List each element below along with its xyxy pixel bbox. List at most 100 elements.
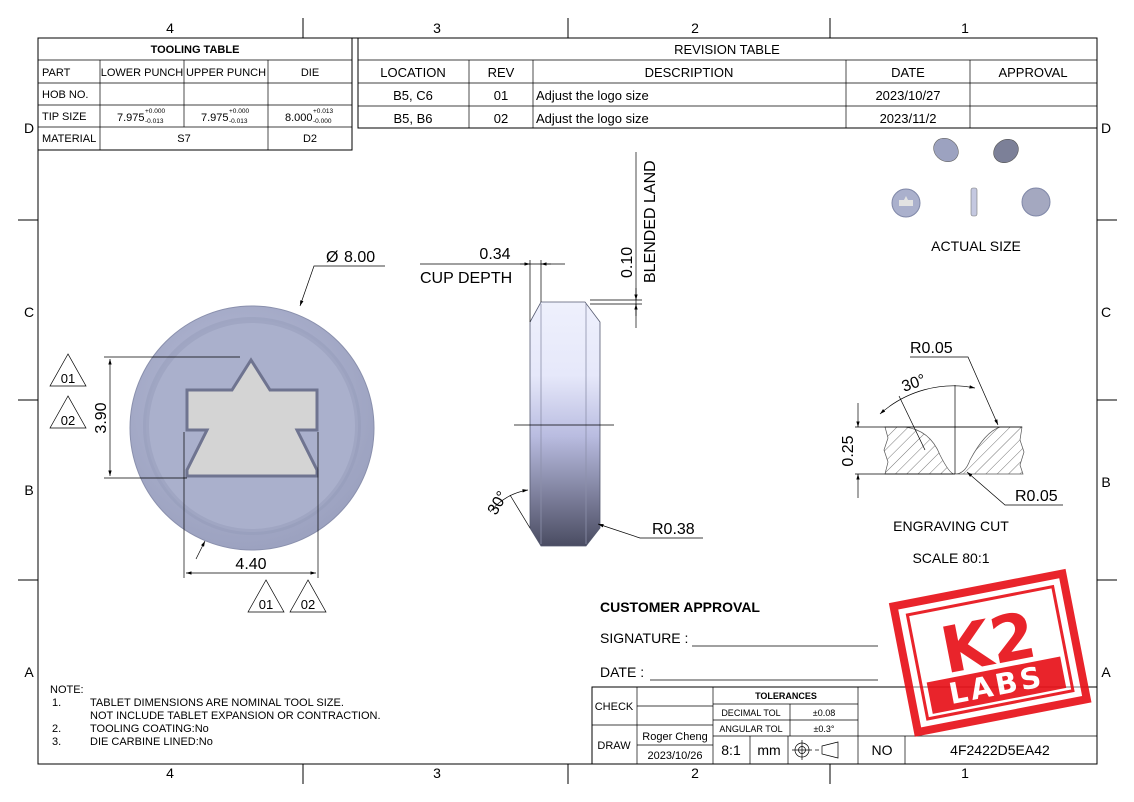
front-view: 3.90 4.40 Ø 8.00 01 02 01 02 (49, 249, 385, 613)
tip-upper: 7.975 +0.000 -0.013 (201, 108, 249, 125)
zone-col: 3 (433, 20, 441, 36)
thumb-iso-2 (993, 139, 1019, 163)
tolerances-title: TOLERANCES (755, 691, 817, 701)
material-punch: S7 (177, 133, 190, 145)
engraving-cut-detail: R0.05 30° 0.25 R0.05 ENGRAVING CUT SCALE… (840, 340, 1063, 566)
note-text: TOOLING COATING:No (90, 723, 209, 735)
zone-row: A (1101, 664, 1111, 680)
header-location: LOCATION (380, 65, 446, 80)
zone-row: C (24, 304, 34, 320)
tip-plus: +0.000 (229, 108, 249, 115)
dim-cup-depth: 0.34 (479, 246, 510, 263)
zone-col: 4 (166, 20, 174, 36)
tooling-table-title: TOOLING TABLE (151, 44, 240, 56)
drawer-name: Roger Cheng (642, 731, 707, 743)
rev-location: B5, C6 (393, 88, 433, 103)
rev-tag-label: 02 (61, 413, 75, 428)
date-label: DATE : (600, 664, 644, 680)
zone-col: 4 (166, 765, 174, 781)
notes-title: NOTE: (50, 684, 84, 696)
rev-tag-01: 01 (247, 579, 285, 613)
tip-size-label: TIP SIZE (42, 111, 86, 123)
thumb-back (1021, 187, 1051, 217)
customer-approval: CUSTOMER APPROVAL SIGNATURE : DATE : (600, 599, 878, 681)
header-die: DIE (301, 67, 319, 79)
scale: 8:1 (721, 742, 741, 758)
dim-angle: 30° (485, 489, 512, 518)
material-die: D2 (303, 133, 317, 145)
engraving-title: ENGRAVING CUT (893, 518, 1009, 534)
note-text: TABLET DIMENSIONS ARE NOMINAL TOOL SIZE. (90, 697, 344, 709)
zone-col: 2 (691, 20, 699, 36)
tip-lower: 7.975 +0.000 -0.013 (117, 108, 165, 125)
rev-location: B5, B6 (393, 111, 432, 126)
zone-row: A (24, 664, 34, 680)
tip-minus: -0.000 (313, 118, 332, 125)
zone-col: 1 (961, 20, 969, 36)
cup-depth-label: CUP DEPTH (420, 270, 512, 287)
decimal-tol: ±0.08 (813, 708, 835, 718)
zone-col: 1 (961, 765, 969, 781)
note-text: NOT INCLUDE TABLET EXPANSION OR CONTRACT… (90, 710, 381, 722)
k2-labs-stamp: K2 LABS (888, 568, 1092, 737)
blended-land-label: BLENDED LAND (642, 160, 659, 283)
check-label: CHECK (595, 701, 634, 713)
revision-row: B5, C6 01 Adjust the logo size 2023/10/2… (393, 88, 940, 103)
rev-tag-label: 01 (259, 597, 273, 612)
engraving-radius-top: R0.05 (910, 340, 953, 357)
header-approval: APPROVAL (998, 65, 1067, 80)
actual-size-label: ACTUAL SIZE (931, 238, 1021, 254)
signature-label: SIGNATURE : (600, 630, 688, 646)
rev-tag-label: 02 (301, 597, 315, 612)
rev-tag-label: 01 (61, 371, 75, 386)
rev-description: Adjust the logo size (536, 111, 649, 126)
zone-row: D (24, 120, 34, 136)
rev-date: 2023/10/27 (875, 88, 940, 103)
material-label: MATERIAL (42, 133, 96, 145)
zone-markers (18, 18, 1117, 784)
header-rev: REV (488, 65, 515, 80)
note-number: 2. (52, 723, 61, 735)
note-number: 3. (52, 736, 61, 748)
dim-diameter-symbol: Ø (326, 249, 338, 266)
note-number: 1. (52, 697, 61, 709)
zone-row: D (1101, 120, 1111, 136)
header-date: DATE (891, 65, 925, 80)
notes: NOTE: 1. TABLET DIMENSIONS ARE NOMINAL T… (50, 684, 381, 748)
dim-height: 3.90 (93, 402, 110, 433)
dim-land: 0.10 (619, 247, 636, 278)
rev-tag-02: 02 (289, 579, 327, 613)
tablet-profile (529, 301, 601, 547)
dim-radius: R0.38 (652, 521, 695, 538)
rev-description: Adjust the logo size (536, 88, 649, 103)
engraving-angle: 30° (900, 372, 929, 396)
zone-row: C (1101, 304, 1111, 320)
header-part: PART (42, 67, 71, 79)
thumb-side (970, 187, 978, 217)
tip-plus: +0.013 (313, 108, 333, 115)
revision-table-title: REVISION TABLE (674, 42, 780, 57)
rev-tag-02: 02 (49, 395, 87, 429)
customer-approval-title: CUSTOMER APPROVAL (600, 599, 760, 615)
no-label: NO (872, 742, 893, 758)
angular-tol-label: ANGULAR TOL (719, 724, 782, 734)
decimal-tol-label: DECIMAL TOL (721, 708, 780, 718)
dim-diameter: 8.00 (344, 249, 375, 266)
rev-number: 01 (494, 88, 508, 103)
engraving-radius-bottom: R0.05 (1015, 488, 1058, 505)
header-lower-punch: LOWER PUNCH (101, 67, 184, 79)
rev-number: 02 (494, 111, 508, 126)
draw-date: 2023/10/26 (647, 750, 702, 762)
logo-engraving (185, 357, 319, 478)
draw-label: DRAW (597, 740, 631, 752)
engraving-scale: SCALE 80:1 (912, 550, 989, 566)
zone-col: 2 (691, 765, 699, 781)
tooling-table: TOOLING TABLE PART LOWER PUNCH UPPER PUN… (37, 37, 353, 151)
angular-tol: ±0.3° (813, 724, 834, 734)
zone-row: B (1101, 474, 1110, 490)
header-upper-punch: UPPER PUNCH (186, 67, 266, 79)
revision-table: REVISION TABLE LOCATION REV DESCRIPTION … (357, 37, 1098, 129)
rev-date: 2023/11/2 (880, 111, 937, 126)
zone-row: B (24, 482, 33, 498)
